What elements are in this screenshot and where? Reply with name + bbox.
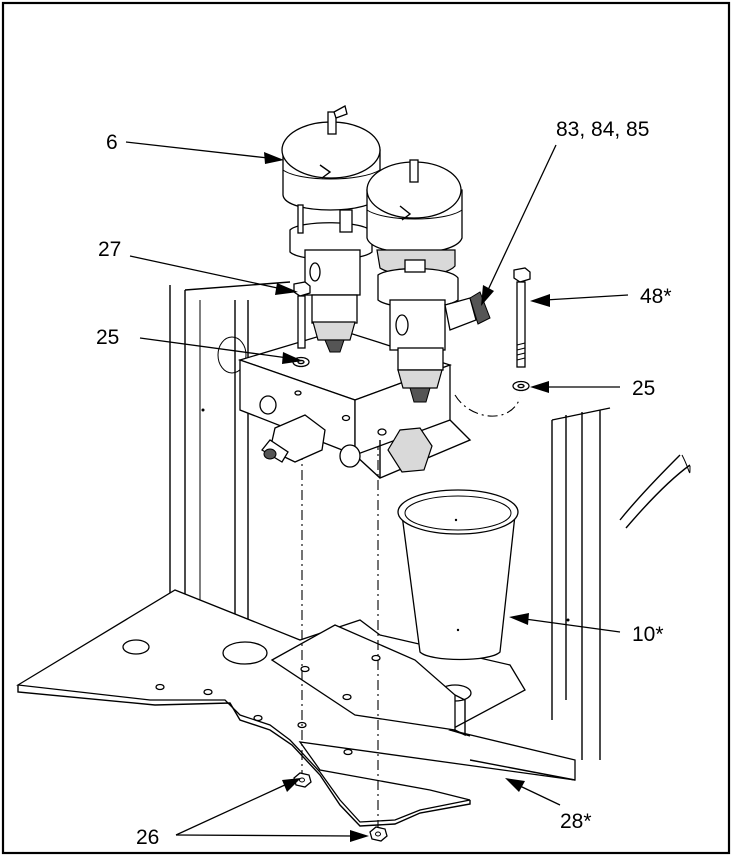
- callout-25-left: 25: [96, 326, 119, 349]
- bracket: [270, 624, 466, 737]
- callout-10: 10*: [632, 623, 664, 646]
- callout-27: 27: [98, 238, 121, 261]
- pump-right: [366, 159, 491, 403]
- cup: [397, 489, 519, 661]
- callout-28: 28*: [560, 810, 592, 833]
- callout-26: 26: [136, 826, 159, 849]
- leader-lines: [125, 141, 629, 842]
- cabinet-frame: [169, 281, 691, 760]
- callout-48: 48*: [640, 285, 672, 308]
- callout-83-84-85: 83, 84, 85: [556, 118, 649, 141]
- callout-labels: 6 83, 84, 85 27 48* 25 25 10* 28* 26: [96, 118, 672, 849]
- callout-6: 6: [106, 131, 118, 154]
- pump-left: [281, 105, 381, 353]
- fasteners: [292, 267, 531, 842]
- callout-25-right: 25: [632, 377, 655, 400]
- assembly-center-lines: [301, 394, 521, 832]
